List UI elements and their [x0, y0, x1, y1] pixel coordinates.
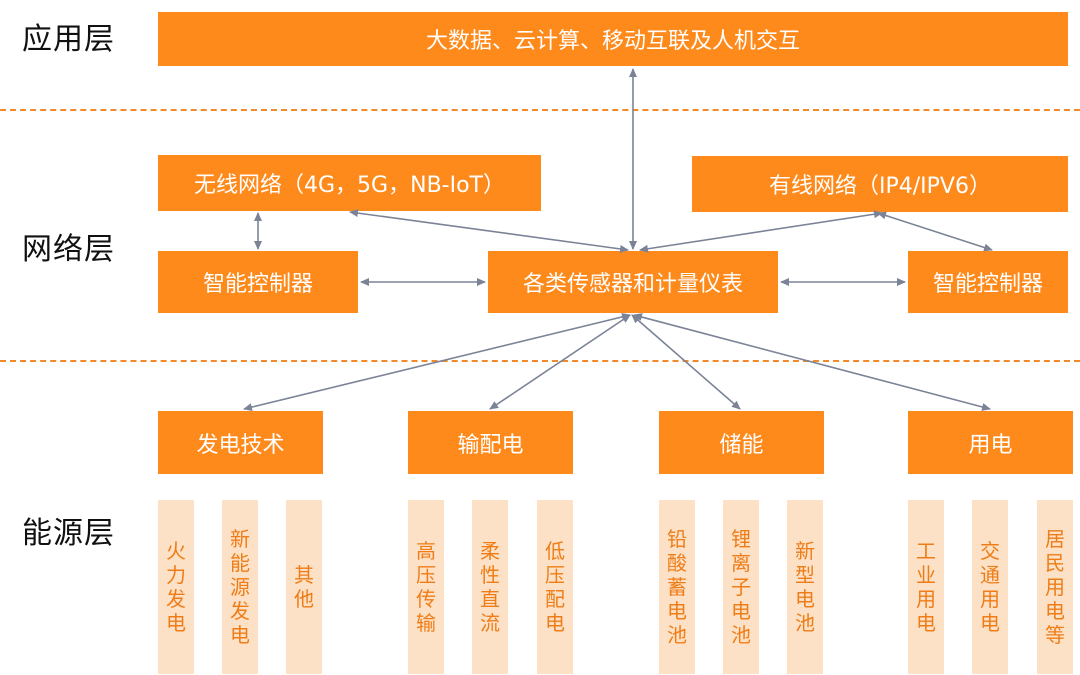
- wireless-network-box: 无线网络（4G，5G，NB-IoT）: [158, 155, 541, 211]
- controller-right-box: 智能控制器: [908, 251, 1068, 313]
- sub-item-other: 其他: [286, 500, 322, 674]
- arrow-sensors-distribution: [489, 314, 631, 410]
- category-generation: 发电技术: [158, 411, 323, 474]
- category-storage: 储能: [659, 411, 824, 474]
- sub-item-industrial: 工业用电: [908, 500, 944, 674]
- category-distribution: 输配电: [408, 411, 573, 474]
- arrow-sensors-consumption: [633, 313, 991, 411]
- application-box: 大数据、云计算、移动互联及人机交互: [158, 12, 1068, 66]
- sub-item-transport: 交通用电: [972, 500, 1008, 674]
- separator-app-network: [0, 109, 1080, 111]
- wired-network-box: 有线网络（IP4/IPV6）: [692, 156, 1068, 212]
- sub-item-thermal: 火力发电: [158, 500, 194, 674]
- category-consumption: 用电: [908, 411, 1073, 474]
- sub-item-new-energy: 新能源发电: [222, 500, 258, 674]
- arrow-wired-controller-right: [877, 211, 993, 252]
- arrow-wireless-sensors: [349, 209, 629, 253]
- layer-label-application: 应用层: [22, 22, 115, 57]
- layer-label-network: 网络层: [22, 232, 115, 267]
- sub-item-residential: 居民用电等: [1037, 500, 1073, 674]
- sub-item-new-battery: 新型电池: [787, 500, 823, 674]
- sub-item-high-voltage: 高压传输: [408, 500, 444, 674]
- arrow-wired-sensors: [639, 210, 883, 253]
- arrow-sensors-generation: [243, 313, 631, 411]
- sub-item-flexible-dc: 柔性直流: [472, 500, 508, 674]
- controller-left-box: 智能控制器: [158, 251, 358, 313]
- sub-item-lead-acid: 铅酸蓄电池: [659, 500, 695, 674]
- sub-item-low-voltage: 低压配电: [537, 500, 573, 674]
- sub-item-lithium: 锂离子电池: [723, 500, 759, 674]
- sensors-box: 各类传感器和计量仪表: [488, 251, 778, 313]
- layer-label-energy: 能源层: [22, 516, 115, 551]
